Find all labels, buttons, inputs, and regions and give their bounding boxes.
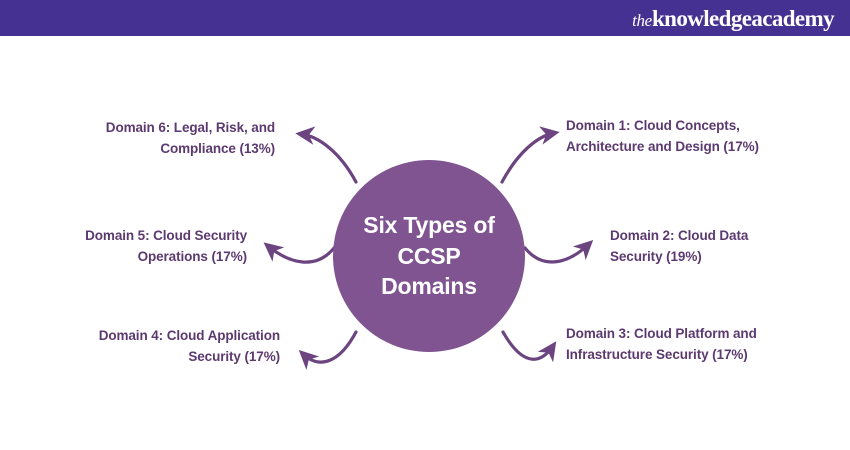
arrow-to-domain-4-icon [298, 330, 358, 370]
arrow-to-domain-1-icon [500, 126, 560, 184]
domain-4-line-2: Security (17%) [188, 348, 280, 364]
domain-3-line-2: Infrastructure Security (17%) [566, 346, 748, 362]
domain-6-line-2: Compliance (13%) [160, 140, 275, 156]
arrow-to-domain-3-icon [501, 330, 557, 363]
domain-4-line-1: Domain 4: Cloud Application [98, 328, 280, 343]
arrow-layer [263, 126, 594, 370]
domain-label-6: Domain 6: Legal, Risk, and Compliance (1… [70, 118, 275, 160]
arrow-to-domain-2-icon [523, 240, 594, 264]
center-circle: Six Types of CCSP Domains [333, 160, 525, 352]
domain-5-line-1: Domain 5: Cloud Security [85, 228, 247, 243]
domain-2-line-2: Security (19%) [610, 248, 702, 264]
domain-5-line-2: Operations (17%) [137, 248, 248, 264]
domain-1-line-1: Domain 1: Cloud Concepts, [566, 118, 740, 133]
arrow-to-domain-6-icon [295, 126, 358, 184]
brand-logo-the: the [632, 10, 652, 30]
domain-label-3: Domain 3: Cloud Platform and Infrastruct… [566, 324, 786, 366]
domain-2-line-1: Domain 2: Cloud Data [610, 228, 749, 243]
domain-6-line-1: Domain 6: Legal, Risk, and [105, 120, 275, 135]
domain-1-line-2: Architecture and Design (17%) [566, 138, 759, 154]
diagram-canvas: Six Types of CCSP Domains Domain 1: Clou… [0, 36, 850, 450]
center-title: Six Types of CCSP Domains [363, 211, 495, 300]
domain-label-5: Domain 5: Cloud Security Operations (17%… [60, 226, 247, 268]
brand-logo-name: knowledgeacademy [651, 5, 835, 31]
domain-3-line-1: Domain 3: Cloud Platform and [566, 326, 757, 341]
arrow-to-domain-5-icon [263, 242, 336, 264]
domain-label-1: Domain 1: Cloud Concepts, Architecture a… [566, 116, 781, 158]
domain-label-2: Domain 2: Cloud Data Security (19%) [610, 226, 785, 268]
domain-label-4: Domain 4: Cloud Application Security (17… [65, 326, 280, 368]
